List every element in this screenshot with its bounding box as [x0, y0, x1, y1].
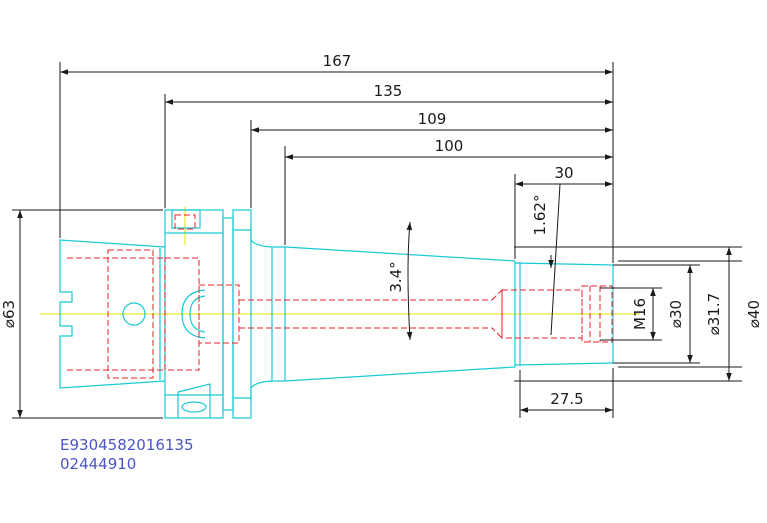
dim-100: 100 [435, 137, 464, 155]
dim-thread-m16: M16 [631, 298, 649, 330]
dim-dia-31-7: ⌀31.7 [705, 293, 723, 335]
dim-dia-30: ⌀30 [667, 300, 685, 328]
part-code-2: 02444910 [60, 455, 136, 473]
dim-30: 30 [554, 164, 573, 182]
dim-nose-angle: 1.62° [531, 195, 549, 236]
hidden-lines [67, 214, 613, 379]
dim-27-5: 27.5 [550, 390, 583, 408]
dim-135: 135 [374, 82, 403, 100]
part-code-1: E9304582016135 [60, 436, 194, 454]
dim-dia-63: ⌀63 [0, 300, 18, 328]
tool-outline [59, 209, 614, 419]
dim-167: 167 [323, 52, 352, 70]
dim-dia-40: ⌀40 [745, 300, 763, 328]
dimension-lines [12, 62, 742, 419]
dim-taper-angle: 3.4° [387, 261, 405, 292]
dim-109: 109 [418, 110, 447, 128]
